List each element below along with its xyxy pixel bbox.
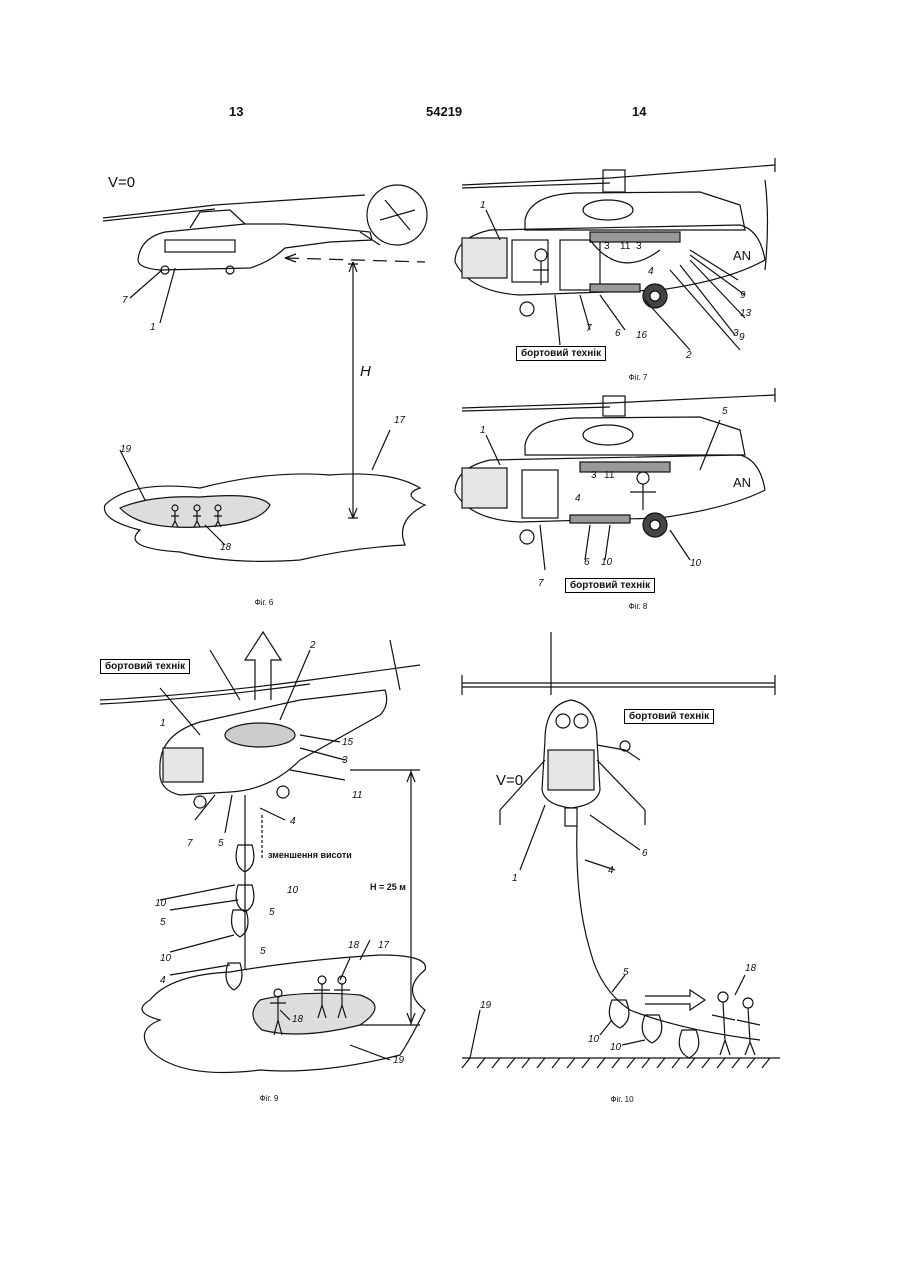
fig10-callout: 6 (642, 848, 648, 859)
fig10-technician-label: бортовий технік (624, 709, 714, 724)
fig10-callout: 18 (745, 963, 756, 974)
figure-10-drawing (0, 0, 901, 1120)
fig10-callout: 10 (610, 1042, 621, 1053)
fig10-caption: Фіг. 10 (592, 1095, 652, 1104)
fig10-speed-label: V=0 (496, 772, 523, 789)
fig10-callout: 5 (623, 967, 629, 978)
fig10-callout: 19 (480, 1000, 491, 1011)
fig10-callout: 10 (588, 1034, 599, 1045)
fig10-callout: 4 (608, 865, 614, 876)
fig10-callout: 1 (512, 873, 518, 884)
